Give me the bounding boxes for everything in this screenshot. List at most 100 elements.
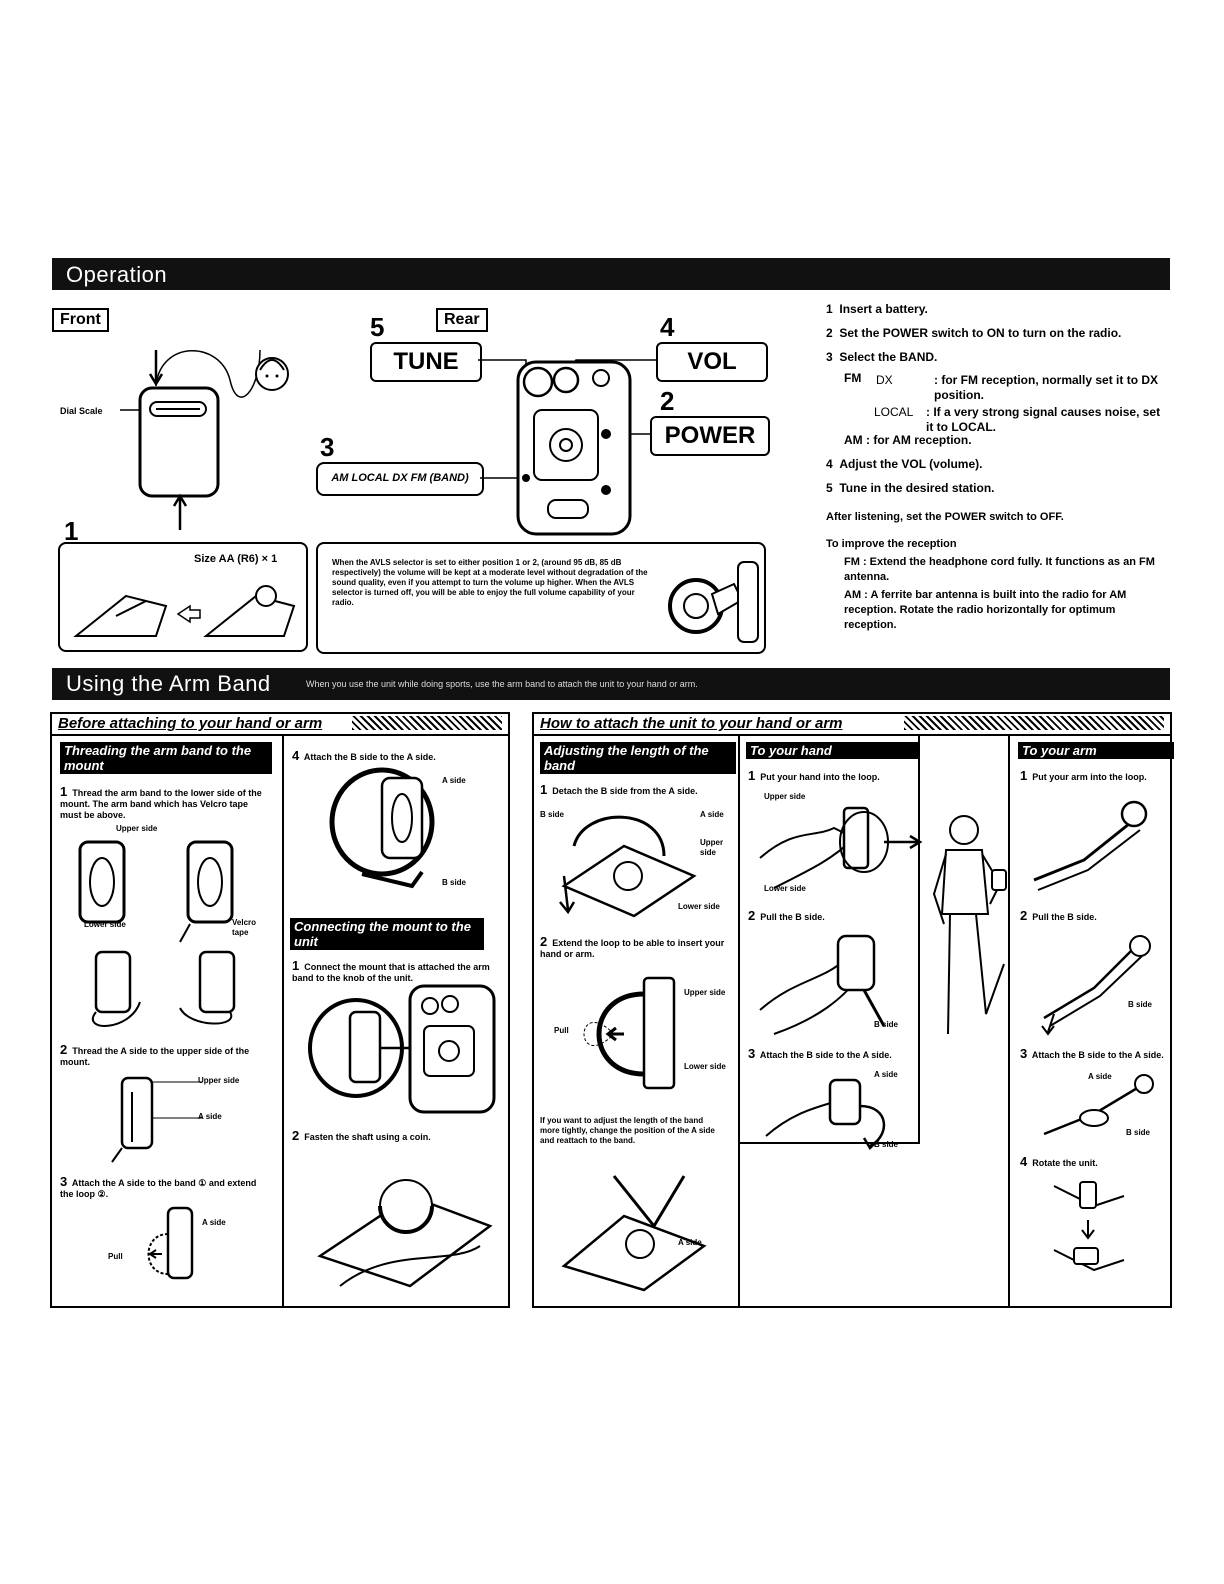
- how-divider-2: [918, 734, 920, 1144]
- arm-step-2: 2 Pull the B side.: [1020, 908, 1097, 923]
- b-side-label-6: B side: [1126, 1128, 1151, 1137]
- improve-fm: FM : Extend the headphone cord fully. It…: [844, 556, 1155, 583]
- callout-5: 5: [370, 312, 385, 342]
- how-to-attach-panel: How to attach the unit to your hand or a…: [532, 712, 1174, 1308]
- improve-title: To improve the reception: [826, 538, 957, 550]
- hand-bottom-rule: [740, 1142, 918, 1144]
- arm-step-3: 3 Attach the B side to the A side.: [1020, 1046, 1164, 1061]
- step-3: 3 Select the BAND.: [826, 350, 938, 364]
- lower-side-label-2: Lower side: [678, 902, 720, 911]
- adjust-note: If you want to adjust the length of the …: [540, 1116, 715, 1145]
- upper-side-label-5: Upper side: [764, 792, 806, 801]
- callout-4: 4: [660, 312, 675, 342]
- battery-size-label: Size AA (R6) × 1: [194, 553, 278, 565]
- fm-options: FM DX : for FM reception, normally set i…: [844, 371, 1166, 434]
- pull-b-side-hand-illustration: [759, 934, 886, 1035]
- step-5: 5 Tune in the desired station.: [826, 481, 995, 495]
- pull-label-1: Pull: [108, 1252, 123, 1261]
- fasten-shaft-illustration: [317, 1179, 493, 1288]
- b-side-label-2: B side: [540, 810, 565, 819]
- connecting-step-2: 2 Fasten the shaft using a coin.: [292, 1128, 431, 1143]
- armband-header-bar: Using the Arm Band When you use the unit…: [52, 668, 1170, 700]
- threading-step-1: 1 Thread the arm band to the lower side …: [60, 784, 262, 820]
- operation-title: Operation: [66, 262, 168, 287]
- lower-side-label-3: Lower side: [684, 1062, 726, 1071]
- battery-insert-illustration: [73, 585, 296, 637]
- callout-1: 1: [64, 516, 79, 546]
- pull-b-side-arm-illustration: [1041, 935, 1151, 1036]
- callout-3: 3: [320, 432, 335, 462]
- upper-side-label: Upper side: [116, 824, 158, 833]
- threading-step-3: 3 Attach the A side to the band ① and ex…: [60, 1174, 257, 1199]
- tune-control-label: TUNE: [370, 342, 482, 382]
- adjust-step-1: 1 Detach the B side from the A side.: [540, 782, 698, 797]
- a-side-label-3: A side: [442, 776, 466, 785]
- front-radio-illustration: [120, 349, 289, 530]
- step-1: 1 Insert a battery.: [826, 302, 928, 316]
- hand-in-loop-illustration: [759, 806, 923, 889]
- armband-title: Using the Arm Band: [66, 671, 271, 696]
- rear-label: Rear: [436, 308, 488, 332]
- avls-note-text: When the AVLS selector is set to either …: [332, 558, 648, 607]
- a-side-label-5: A side: [678, 1238, 702, 1247]
- how-divider-1: [738, 734, 740, 1306]
- person-figure-illustration: [932, 815, 1007, 1035]
- to-your-hand-header: To your hand: [746, 742, 920, 759]
- connecting-header: Connecting the mount to the unit: [290, 918, 484, 950]
- b-side-label-3: B side: [874, 1020, 899, 1029]
- a-side-label-7: A side: [1088, 1072, 1112, 1081]
- operation-steps: 1 Insert a battery. 2 Set the POWER swit…: [826, 302, 1166, 633]
- hand-step-1: 1 Put your hand into the loop.: [748, 768, 880, 783]
- after-listening: After listening, set the POWER switch to…: [826, 511, 1064, 523]
- lower-side-label: Lower side: [84, 920, 126, 929]
- rotate-unit-illustration: [1053, 1181, 1125, 1272]
- fm-dx-text: : for FM reception, normally set it to D…: [934, 373, 1159, 402]
- step-2: 2 Set the POWER switch to ON to turn on …: [826, 326, 1122, 340]
- extend-loop-illustration: [583, 976, 676, 1090]
- hand-step-3: 3 Attach the B side to the A side.: [748, 1046, 892, 1061]
- b-side-label-5: B side: [1128, 1000, 1153, 1009]
- pull-label-2: Pull: [554, 1026, 569, 1035]
- upper-side-label-2: Upper side: [198, 1076, 240, 1085]
- upper-side-label-4: Upper side: [684, 988, 726, 997]
- power-control-label: POWER: [650, 416, 770, 456]
- dial-scale-label: Dial Scale: [60, 406, 103, 416]
- upper-side-label-3: Upper side: [700, 838, 724, 857]
- a-side-label-4: A side: [700, 810, 724, 819]
- thread-a-side-illustration: [111, 1076, 202, 1163]
- attach-b-arm-illustration: [1043, 1074, 1154, 1136]
- threading-step-4: 4 Attach the B side to the A side.: [292, 748, 436, 763]
- a-side-label-2: A side: [202, 1218, 226, 1227]
- b-side-label-1: B side: [442, 878, 467, 887]
- arm-step-4: 4 Rotate the unit.: [1020, 1154, 1098, 1169]
- threading-step-2: 2 Thread the A side to the upper side of…: [60, 1042, 250, 1067]
- battery-box: Size AA (R6) × 1: [58, 542, 308, 652]
- how-to-attach-header: How to attach the unit to your hand or a…: [534, 714, 1170, 736]
- vol-control-label: VOL: [656, 342, 768, 382]
- avls-note-box: When the AVLS selector is set to either …: [316, 542, 766, 654]
- before-divider: [282, 734, 284, 1306]
- rear-radio-illustration: [478, 359, 656, 536]
- b-side-label-4: B side: [874, 1140, 899, 1149]
- am-text: AM : for AM reception.: [844, 433, 972, 447]
- fm-dx-label: DX: [876, 373, 893, 387]
- operation-header-bar: Operation: [52, 258, 1170, 290]
- hand-step-2: 2 Pull the B side.: [748, 908, 825, 923]
- threading-header: Threading the arm band to the mount: [60, 742, 272, 774]
- header-pattern: [352, 716, 502, 730]
- before-attaching-panel: Before attaching to your hand or arm Thr…: [50, 712, 510, 1308]
- before-attaching-header: Before attaching to your hand or arm: [52, 714, 508, 736]
- a-side-label-6: A side: [874, 1070, 898, 1079]
- detach-b-side-illustration: [559, 815, 697, 918]
- how-divider-3: [1008, 734, 1010, 1306]
- connect-mount-illustration: [308, 984, 496, 1114]
- lower-side-label-4: Lower side: [764, 884, 806, 893]
- attach-b-side-illustration: [329, 767, 435, 889]
- callout-2: 2: [660, 386, 675, 416]
- improve-am: AM : A ferrite bar antenna is built into…: [844, 589, 1127, 631]
- step-4: 4 Adjust the VOL (volume).: [826, 457, 983, 471]
- arm-in-loop-illustration: [1033, 800, 1148, 891]
- velcro-tape-label: Velcro tape: [232, 918, 257, 937]
- how-header-pattern: [904, 716, 1164, 730]
- to-your-arm-header: To your arm: [1018, 742, 1174, 759]
